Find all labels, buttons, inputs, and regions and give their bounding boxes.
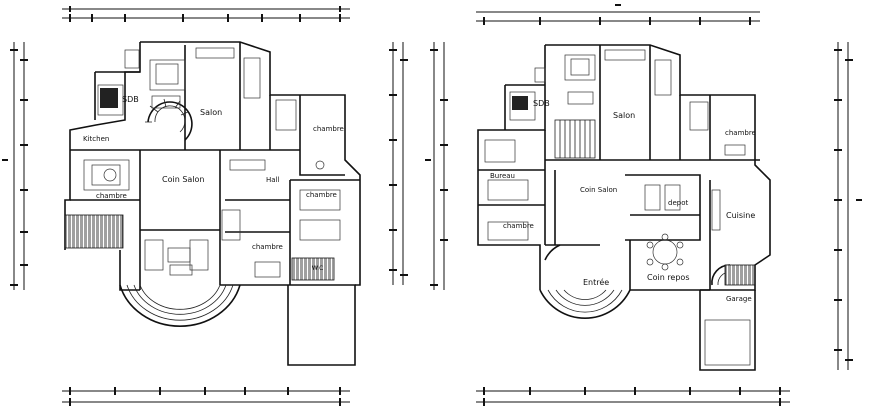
right-label-garage: Garage (726, 295, 752, 303)
right-dimension-lines (430, 4, 862, 406)
left-floor-plan: SDB Salon chambre Kitchen Coin Salon Hal… (2, 6, 431, 406)
right-label-bureau: Bureau (490, 172, 515, 180)
right-furniture (484, 49, 751, 366)
left-label-wc: W.C (312, 265, 323, 272)
right-label-salon: Salon (613, 111, 635, 120)
left-dimension-lines (2, 6, 431, 406)
left-label-chambre-mid: chambre (306, 191, 337, 199)
left-bow-window (119, 284, 241, 327)
right-staircase (554, 119, 731, 286)
left-label-salon: Salon (200, 108, 222, 117)
right-stair-hatch (724, 264, 756, 286)
right-label-entree: Entrée (583, 277, 609, 287)
left-room-labels: SDB Salon chambre Kitchen Coin Salon Hal… (83, 95, 344, 272)
left-terrace-hatch (64, 214, 124, 249)
left-staircase (145, 98, 193, 141)
left-label-kitchen: Kitchen (83, 135, 109, 143)
right-floor-plan: SDB Salon chambre Bureau Coin Salon depo… (430, 4, 862, 406)
right-label-depot: depot (668, 199, 688, 207)
right-walls (477, 44, 771, 371)
right-entrance-bow (539, 244, 631, 320)
right-label-coin-repos: Coin repos (647, 273, 690, 282)
left-walls (64, 41, 361, 366)
left-label-chambre-bottom: chambre (252, 243, 283, 251)
right-room-labels: SDB Salon chambre Bureau Coin Salon depo… (490, 99, 756, 303)
left-label-hall: Hall (266, 176, 279, 184)
left-label-chambre-top: chambre (313, 125, 344, 133)
right-label-chambre-left: chambre (503, 222, 534, 230)
right-label-sdb: SDB (533, 99, 550, 108)
left-label-sdb: SDB (122, 95, 139, 104)
right-label-chambre-top: chambre (725, 129, 756, 137)
right-label-cuisine: Cuisine (726, 211, 755, 220)
left-wc-hatch (291, 257, 335, 281)
left-furniture (83, 47, 341, 278)
left-label-coin-salon: Coin Salon (162, 175, 204, 184)
right-label-coin-salon: Coin Salon (580, 186, 617, 194)
left-label-chambre-left: chambre (96, 192, 127, 200)
